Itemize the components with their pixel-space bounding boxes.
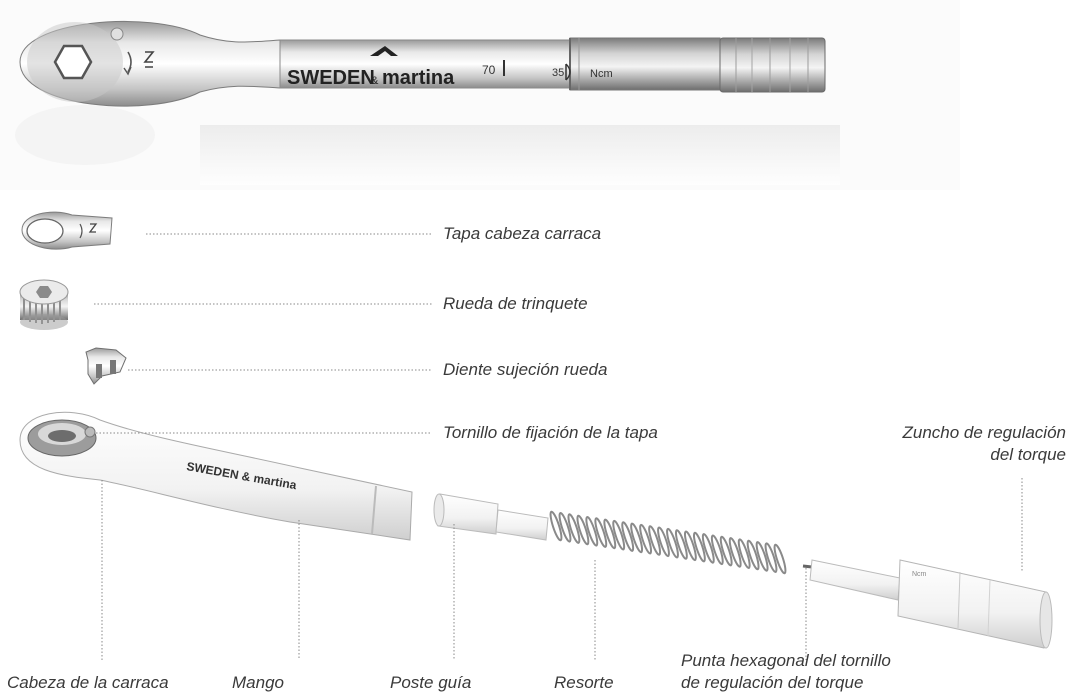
spring-coil	[657, 526, 670, 558]
guide-post-part	[433, 493, 549, 541]
spring-coil	[719, 535, 733, 567]
label-tapa: Tapa cabeza carraca	[443, 224, 602, 243]
label-punta-line2: de regulación del torque	[681, 673, 864, 692]
spring-coil	[612, 519, 626, 551]
spring-coil	[710, 534, 724, 566]
spring-coil	[728, 537, 742, 568]
spring-coil	[683, 530, 697, 562]
label-poste: Poste guía	[390, 673, 472, 692]
label-zuncho: Zuncho de regulación del torque	[806, 422, 1066, 466]
torque-sleeve-part: Ncm	[802, 559, 1053, 649]
spring-coil	[558, 512, 572, 543]
label-punta: Punta hexagonal del tornillo de regulaci…	[681, 650, 891, 694]
spring-coil	[594, 517, 608, 548]
cap-part	[21, 211, 113, 250]
spring-coil	[773, 543, 787, 575]
spring-coil	[755, 541, 769, 572]
label-zuncho-line2: del torque	[990, 445, 1066, 464]
label-cabeza: Cabeza de la carraca	[7, 673, 169, 692]
spring-part	[549, 510, 787, 575]
label-tornillo: Tornillo de fijación de la tapa	[443, 423, 658, 442]
spring-coil	[764, 542, 778, 573]
spring-coil	[567, 513, 581, 544]
label-mango: Mango	[232, 673, 284, 692]
label-punta-line1: Punta hexagonal del tornillo	[681, 651, 891, 670]
ratchet-wheel	[19, 279, 69, 330]
assembled-wrench	[0, 0, 960, 190]
label-diente: Diente sujeción rueda	[443, 360, 608, 379]
pawl-part	[85, 347, 127, 385]
scale-35: 35	[552, 67, 564, 79]
brand-text: SWEDEN	[287, 67, 375, 89]
spring-coil	[621, 521, 635, 552]
scale-70: 70	[482, 63, 496, 77]
spring-coil	[746, 539, 760, 571]
spring-coil	[549, 510, 563, 542]
spring-coil	[603, 518, 617, 550]
spring-coil	[648, 525, 662, 556]
spring-coil	[576, 514, 590, 546]
spring-coil	[639, 523, 653, 555]
spring-coil	[630, 522, 644, 554]
scale-unit: Ncm	[590, 68, 613, 80]
brand-text-2: martina	[382, 67, 455, 89]
spring-coil	[585, 516, 599, 547]
spring-coil	[701, 533, 715, 564]
spring-coil	[666, 527, 679, 559]
label-rueda: Rueda de trinquete	[443, 294, 588, 313]
spring-coil	[737, 538, 751, 569]
sleeve-unit: Ncm	[912, 571, 927, 578]
label-resorte: Resorte	[554, 673, 614, 692]
brand-amp: &	[371, 75, 379, 87]
spring-coil	[674, 529, 688, 560]
head-handle-part	[19, 411, 413, 541]
spring-coil	[692, 531, 706, 563]
label-zuncho-line1: Zuncho de regulación	[902, 423, 1066, 442]
